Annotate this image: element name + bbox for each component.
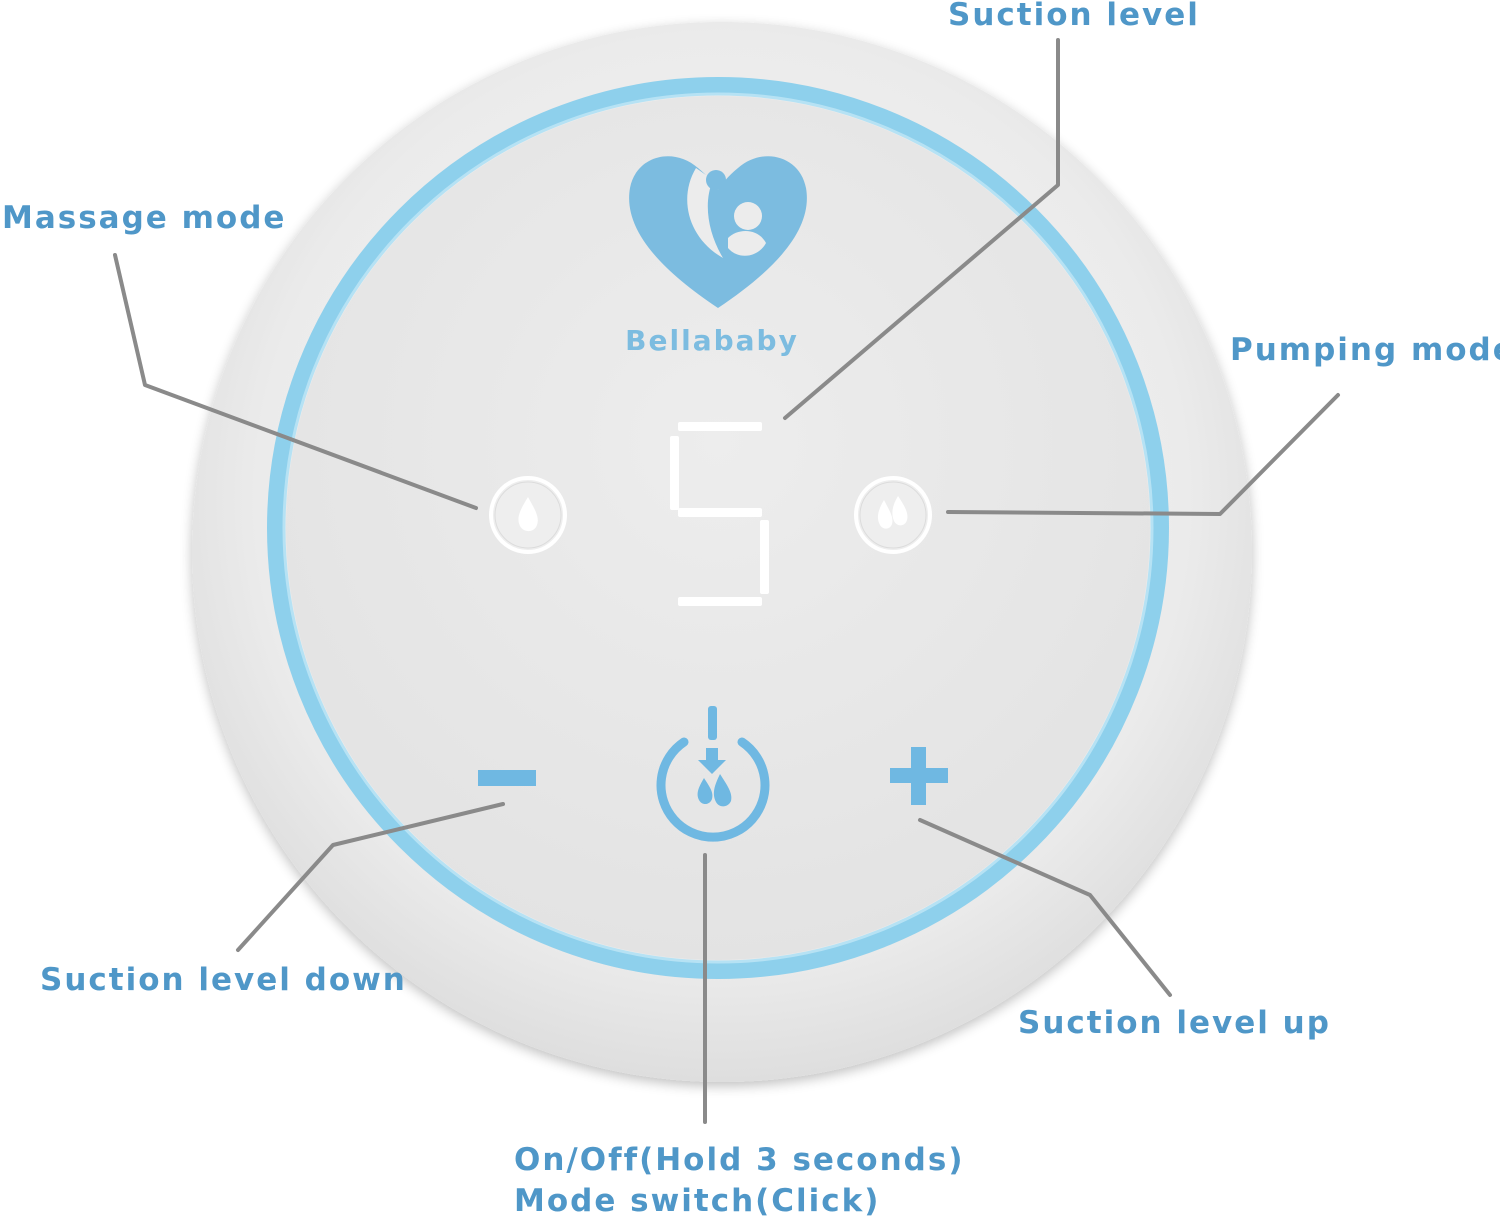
power-drop-icon [656, 706, 770, 842]
power-mode-button[interactable] [656, 706, 770, 842]
leader-suction-level [783, 38, 1060, 420]
brand-name: Bellababy [625, 324, 799, 357]
segment-middle [678, 508, 762, 517]
suction-level-display [670, 422, 769, 606]
segment-top [678, 422, 762, 431]
segment-top-left [670, 436, 679, 510]
leader-pumping-mode [946, 393, 1340, 516]
callout-suction-level: Suction level [948, 0, 1200, 33]
bellababy-logo [629, 156, 807, 308]
leader-suction-up [918, 818, 1172, 997]
massage-mode-button[interactable] [489, 476, 567, 554]
callout-pumping-mode: Pumping mode [1230, 332, 1500, 368]
segment-bottom [678, 597, 762, 606]
minus-icon [478, 770, 536, 786]
callout-mode-switch: Mode switch(Click) [514, 1183, 881, 1219]
blue-light-ring-inner-edge [282, 92, 1154, 964]
blue-light-ring [267, 77, 1169, 979]
leader-lines [113, 38, 1340, 1124]
suction-up-button[interactable] [890, 747, 948, 805]
control-face [286, 96, 1150, 960]
callout-massage-mode: Massage mode [2, 200, 287, 236]
callout-suction-level-down: Suction level down [40, 962, 407, 998]
pumping-mode-button[interactable] [854, 476, 932, 554]
double-drop-icon [877, 496, 908, 529]
segment-bottom-right [760, 520, 769, 594]
callout-suction-level-up: Suction level up [1018, 1005, 1331, 1041]
drop-icon [518, 497, 538, 532]
callout-on-off: On/Off(Hold 3 seconds) [514, 1142, 965, 1178]
plus-icon [890, 747, 948, 805]
suction-down-button[interactable] [478, 770, 536, 786]
leader-suction-down [236, 802, 505, 952]
leader-massage-mode [113, 253, 478, 510]
